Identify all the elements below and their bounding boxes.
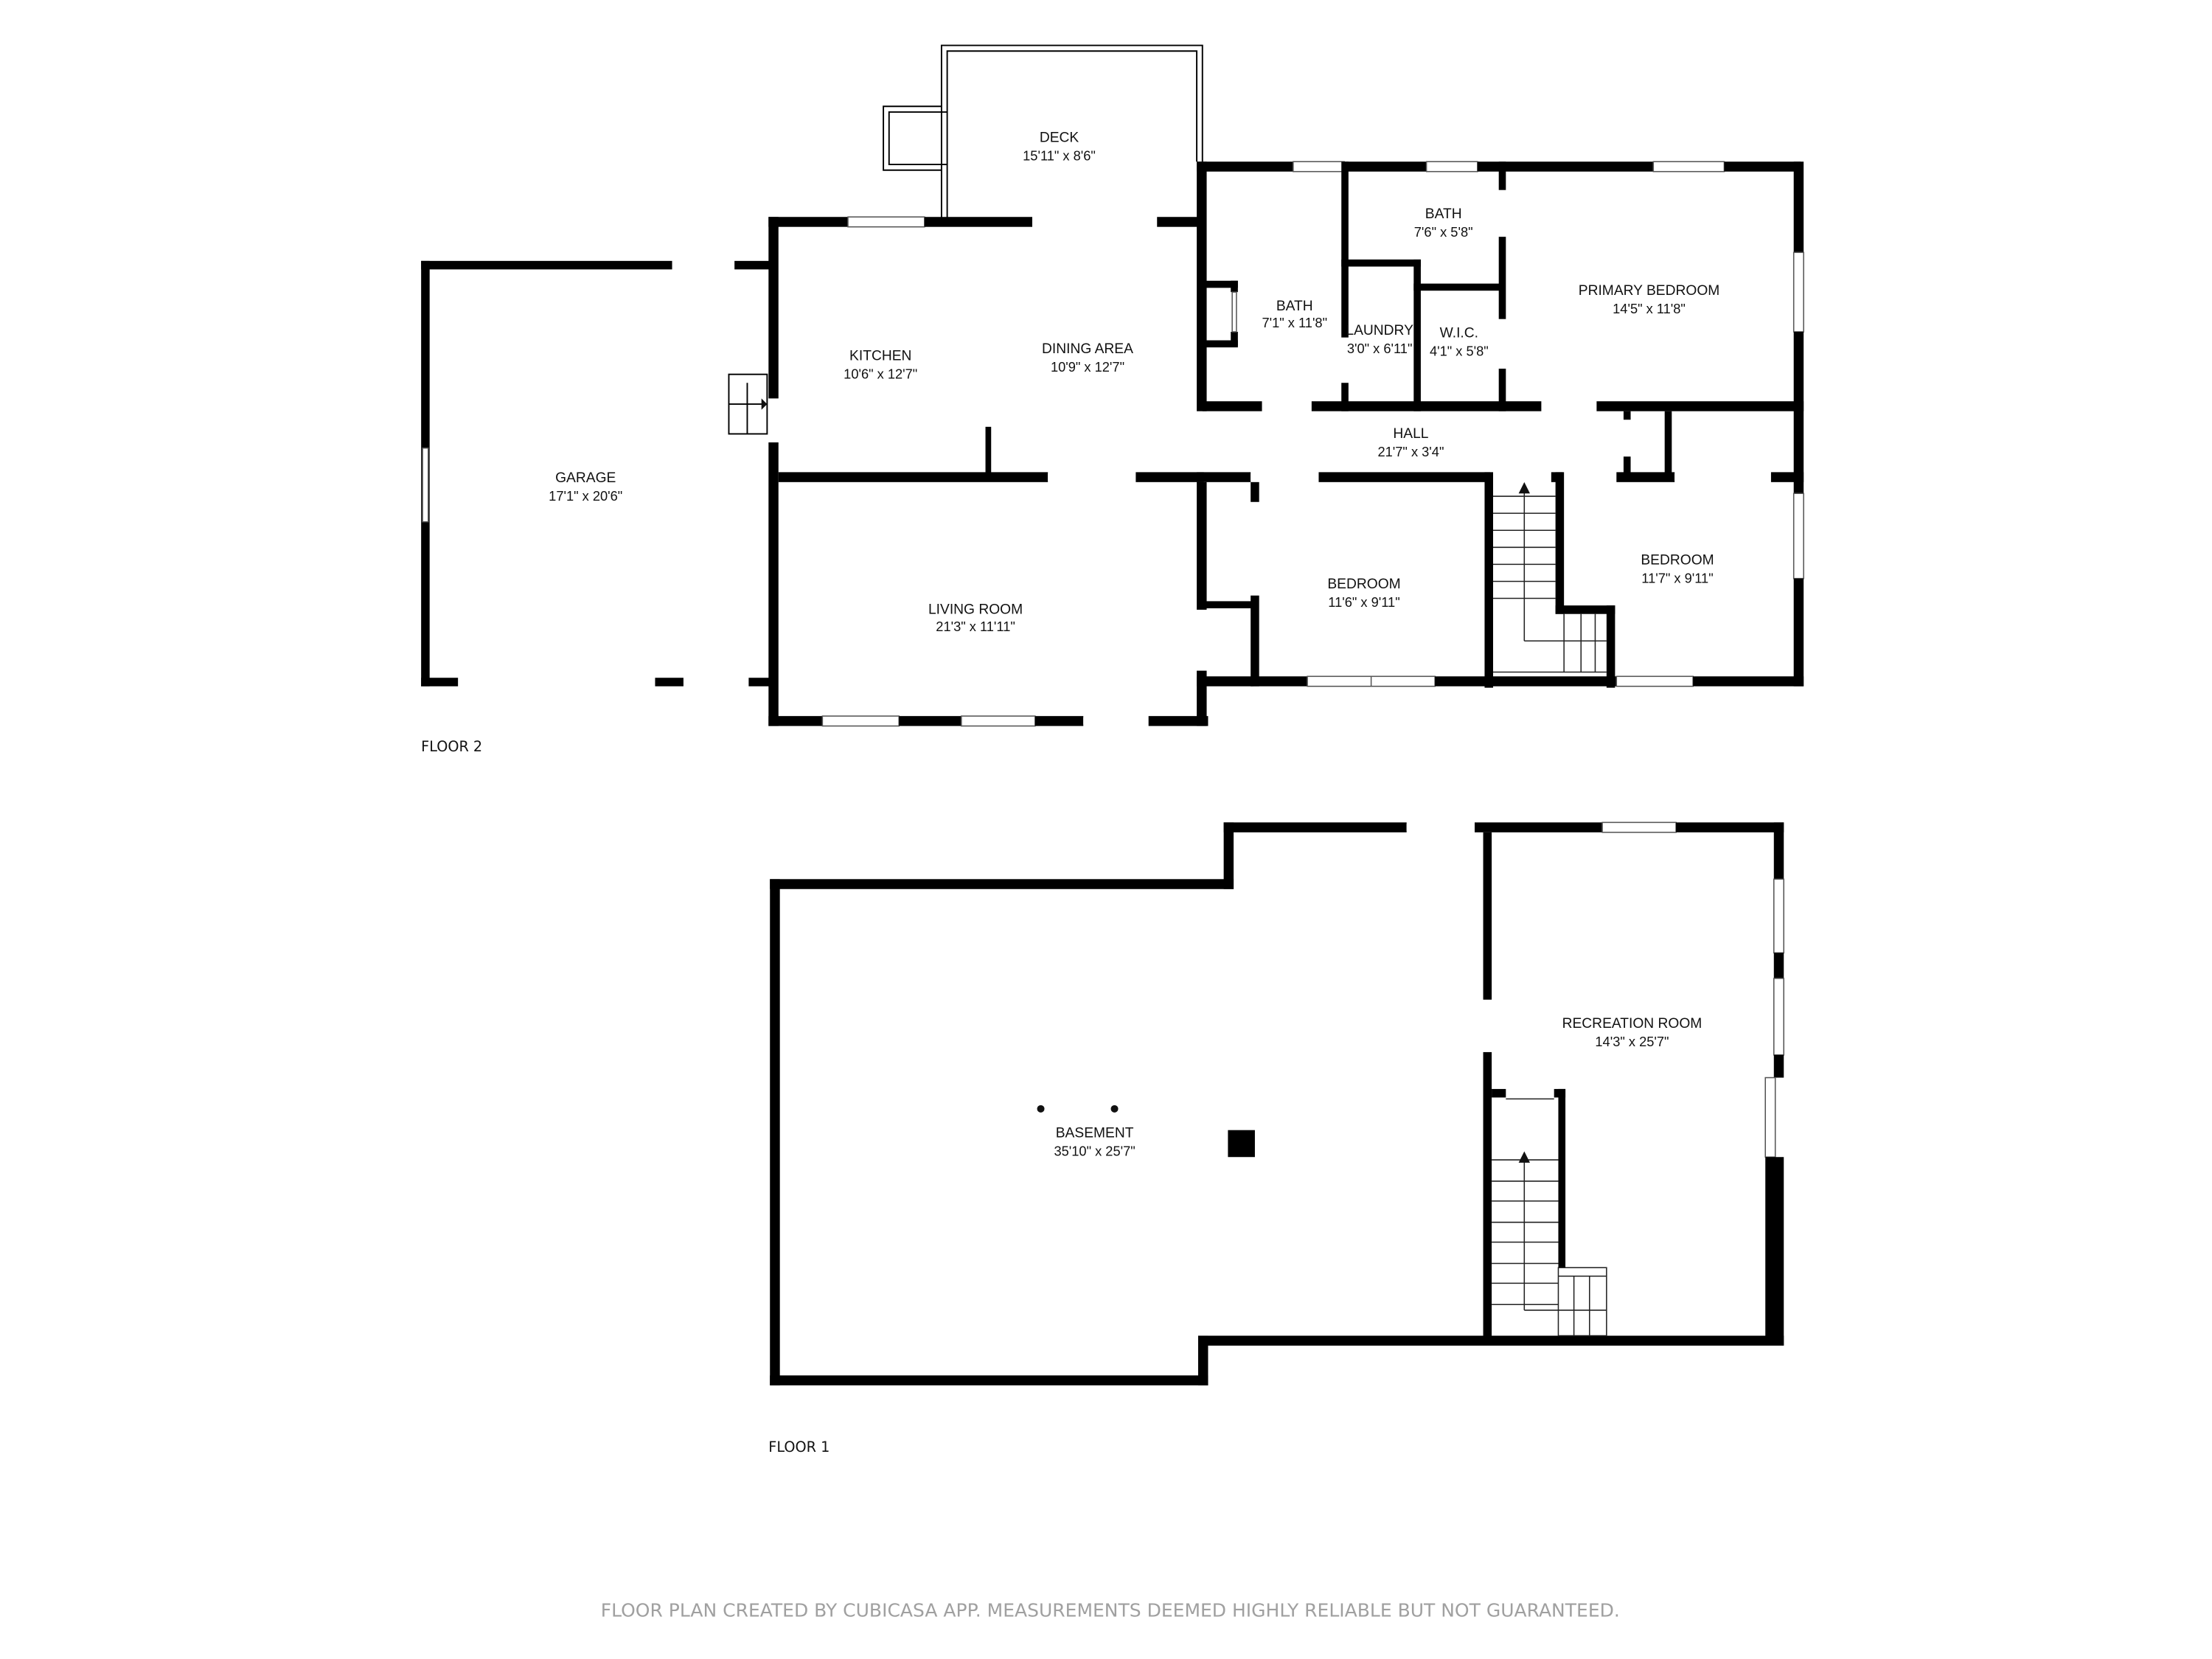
svg-text:BEDROOM: BEDROOM: [1641, 552, 1714, 568]
svg-text:BATH: BATH: [1425, 206, 1462, 222]
room-label-basement: BASEMENT 35'10" x 25'7": [1054, 1125, 1135, 1158]
svg-text:4'1" x 5'8": 4'1" x 5'8": [1430, 344, 1489, 359]
disclaimer-text: FLOOR PLAN CREATED BY CUBICASA APP. MEAS…: [601, 1599, 1620, 1621]
svg-text:21'3" x 11'11": 21'3" x 11'11": [936, 619, 1015, 634]
room-label-bath-1: BATH 7'1" x 11'8": [1262, 299, 1327, 330]
room-label-bedroom-1: BEDROOM 11'6" x 9'11": [1327, 577, 1400, 610]
column: [1228, 1130, 1255, 1158]
svg-text:BASEMENT: BASEMENT: [1056, 1125, 1134, 1141]
svg-text:LAUNDRY: LAUNDRY: [1346, 323, 1413, 338]
floor-1-label: FLOOR 1: [768, 1439, 830, 1455]
floor-2-label: FLOOR 2: [421, 738, 482, 755]
svg-text:7'6" x 5'8": 7'6" x 5'8": [1414, 224, 1473, 240]
svg-text:LIVING ROOM: LIVING ROOM: [928, 602, 1023, 618]
room-label-garage: GARAGE 17'1" x 20'6": [549, 470, 622, 504]
svg-text:10'9" x 12'7": 10'9" x 12'7": [1051, 359, 1124, 375]
basement-walls: [770, 821, 1784, 1385]
floor-1-plan: BASEMENT 35'10" x 25'7" RECREATION ROOM …: [768, 821, 1784, 1455]
staircase-floor-2: [1493, 481, 1607, 673]
svg-text:17'1" x 20'6": 17'1" x 20'6": [549, 488, 622, 504]
room-label-dining-area: DINING AREA 10'9" x 12'7": [1042, 341, 1133, 375]
room-label-bath-2: BATH 7'6" x 5'8": [1414, 206, 1473, 240]
svg-text:PRIMARY BEDROOM: PRIMARY BEDROOM: [1579, 283, 1720, 299]
svg-text:DECK: DECK: [1040, 130, 1079, 145]
svg-text:BATH: BATH: [1276, 299, 1313, 314]
svg-text:GARAGE: GARAGE: [555, 470, 616, 486]
svg-text:KITCHEN: KITCHEN: [849, 348, 911, 364]
room-label-wic: W.I.C. 4'1" x 5'8": [1430, 326, 1489, 359]
svg-text:BEDROOM: BEDROOM: [1327, 577, 1400, 592]
svg-text:HALL: HALL: [1393, 426, 1428, 442]
svg-text:RECREATION ROOM: RECREATION ROOM: [1562, 1016, 1703, 1032]
room-label-bedroom-2: BEDROOM 11'7" x 9'11": [1641, 552, 1714, 585]
floor-2-plan: DECK 15'11" x 8'6" GARAGE 17'1" x 20'6" …: [421, 44, 1804, 755]
svg-text:7'1" x 11'8": 7'1" x 11'8": [1262, 315, 1327, 330]
svg-text:DINING AREA: DINING AREA: [1042, 341, 1133, 357]
room-label-laundry: LAUNDRY 3'0" x 6'11": [1346, 323, 1413, 356]
room-label-deck: DECK 15'11" x 8'6": [1023, 130, 1096, 163]
svg-text:15'11" x 8'6": 15'11" x 8'6": [1023, 147, 1096, 163]
svg-text:W.I.C.: W.I.C.: [1440, 326, 1478, 341]
svg-text:35'10" x 25'7": 35'10" x 25'7": [1054, 1143, 1135, 1158]
svg-text:21'7" x 3'4": 21'7" x 3'4": [1377, 444, 1444, 459]
svg-text:11'6" x 9'11": 11'6" x 9'11": [1328, 594, 1399, 610]
svg-text:11'7" x 9'11": 11'7" x 9'11": [1641, 570, 1713, 585]
svg-text:14'5" x 11'8": 14'5" x 11'8": [1613, 301, 1686, 316]
staircase-floor-1: [1492, 1151, 1607, 1337]
deck-outline: [883, 44, 1203, 221]
room-label-living-room: LIVING ROOM 21'3" x 11'11": [928, 602, 1023, 634]
svg-text:14'3" x 25'7": 14'3" x 25'7": [1595, 1034, 1669, 1049]
room-label-primary-bedroom: PRIMARY BEDROOM 14'5" x 11'8": [1579, 283, 1720, 316]
svg-text:10'6" x 12'7": 10'6" x 12'7": [844, 366, 917, 381]
room-label-kitchen: KITCHEN 10'6" x 12'7": [844, 348, 917, 381]
room-label-recreation-room: RECREATION ROOM 14'3" x 25'7": [1562, 1016, 1703, 1049]
room-label-hall: HALL 21'7" x 3'4": [1377, 426, 1444, 459]
house-walls: [728, 161, 1804, 727]
garage-walls: [421, 260, 772, 686]
svg-text:3'0" x 6'11": 3'0" x 6'11": [1347, 341, 1413, 356]
